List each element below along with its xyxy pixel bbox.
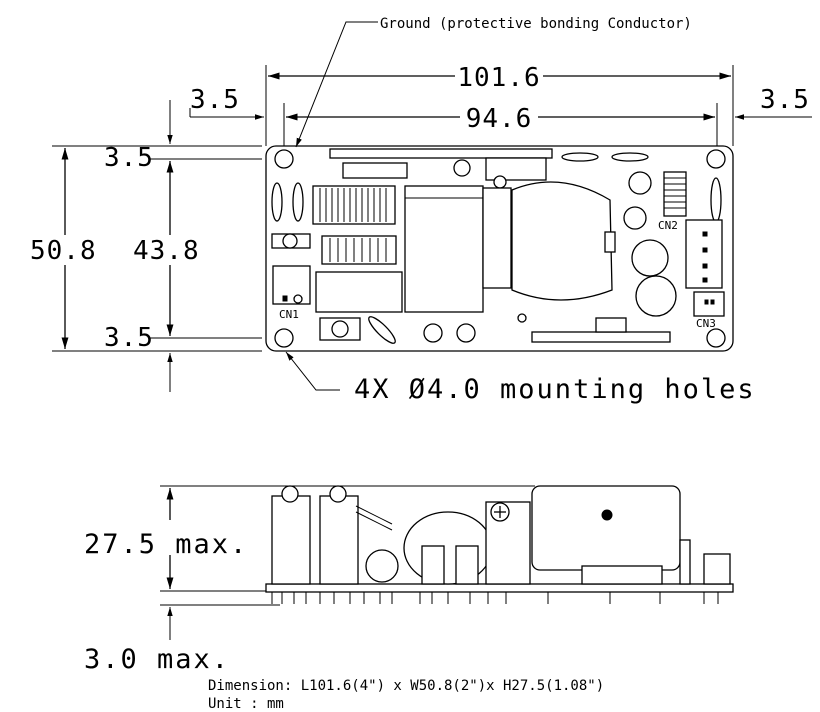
top-view-dimensions: 101.6 94.6 3.5 3.5 50.8 43.8 3.5 3.5 bbox=[30, 63, 812, 392]
mounting-holes-note: 4X Ø4.0 mounting holes bbox=[354, 374, 756, 405]
choke-windings bbox=[319, 188, 387, 222]
dim-overall-length: 101.6 bbox=[457, 63, 540, 93]
side-view-board bbox=[265, 485, 734, 604]
dim-bottom-offset: 3.5 bbox=[104, 323, 154, 353]
label-cn1: CN1 bbox=[279, 308, 299, 321]
mounting-hole bbox=[706, 328, 726, 348]
side-view-dimensions: 27.5 max. 3.0 max. bbox=[84, 485, 535, 675]
dim-hole-span-length: 94.6 bbox=[466, 104, 533, 134]
dim-top-offset: 3.5 bbox=[104, 143, 154, 173]
label-cn2: CN2 bbox=[658, 219, 678, 232]
dim-height: 27.5 max. bbox=[84, 529, 248, 560]
dim-pin-length: 3.0 max. bbox=[84, 644, 230, 675]
mounting-holes-callout: 4X Ø4.0 mounting holes bbox=[285, 351, 756, 405]
dim-left-offset: 3.5 bbox=[190, 85, 240, 115]
dim-right-offset: 3.5 bbox=[760, 85, 810, 115]
mounting-hole bbox=[274, 149, 294, 169]
mounting-hole bbox=[274, 328, 294, 348]
ground-note: Ground (protective bonding Conductor) bbox=[380, 16, 692, 32]
dim-hole-span-width: 43.8 bbox=[133, 236, 200, 266]
label-cn3: CN3 bbox=[696, 317, 716, 330]
unit-note: Unit : mm bbox=[208, 696, 284, 712]
dimension-summary: Dimension: L101.6(4") x W50.8(2")x H27.5… bbox=[208, 678, 604, 694]
top-view-board: CN1 CN2 CN3 bbox=[265, 145, 734, 352]
solder-pins bbox=[271, 592, 719, 604]
ground-callout: Ground (protective bonding Conductor) bbox=[295, 16, 692, 148]
mounting-hole bbox=[706, 149, 726, 169]
dim-overall-width: 50.8 bbox=[30, 236, 97, 266]
